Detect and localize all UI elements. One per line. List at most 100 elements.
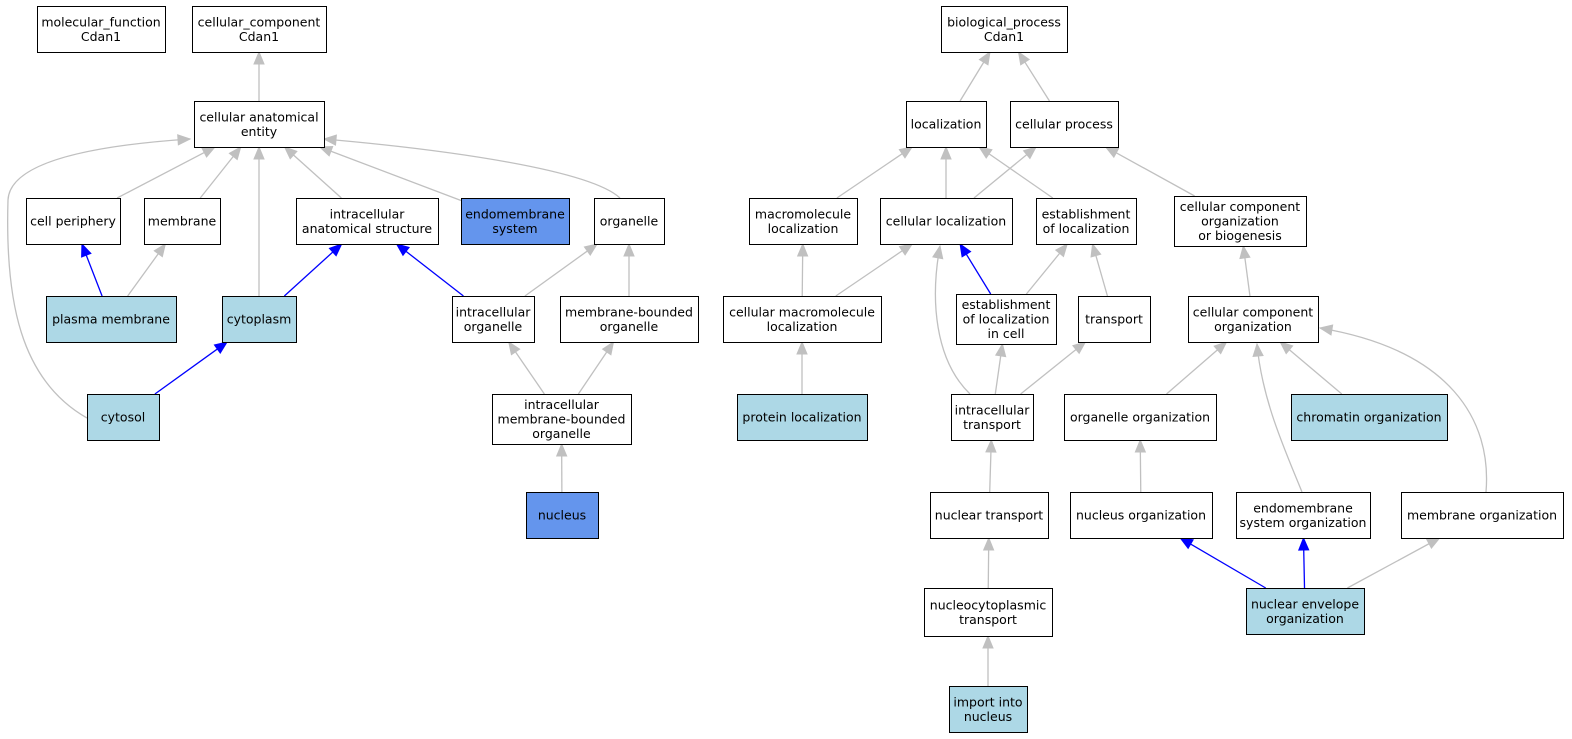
edge-nucleus-to-intracellular-membrane-bounded-organelle — [555, 442, 568, 493]
node-box — [560, 296, 699, 343]
node-label-line: cellular component — [1193, 304, 1313, 319]
node-box — [924, 588, 1053, 637]
edge-establishment-of-localization-to-localization — [978, 146, 1054, 199]
node-box — [951, 394, 1034, 441]
node-cell-periphery[interactable]: cell periphery — [26, 198, 121, 245]
node-protein-localization[interactable]: protein localization — [737, 394, 868, 441]
edge-cell-periphery-to-cellular-anatomical-entity — [116, 146, 217, 199]
node-label-line: of localization — [963, 312, 1050, 327]
edge-plasma-membrane-to-cell-periphery — [81, 242, 103, 297]
node-nucleus-organization[interactable]: nucleus organization — [1070, 492, 1213, 539]
node-label-line: organization — [1201, 214, 1279, 229]
node-box — [492, 394, 632, 445]
node-label-line: organelle — [600, 214, 659, 229]
edge-establishment-of-localization-in-cell-to-establishment-of-localization — [1025, 242, 1069, 295]
node-membrane[interactable]: membrane — [144, 198, 221, 245]
node-box — [1188, 296, 1319, 343]
edge-membrane-bounded-organelle-to-organelle — [623, 242, 635, 296]
node-label-line: anatomical structure — [302, 221, 432, 236]
node-cytoplasm[interactable]: cytoplasm — [222, 296, 297, 343]
node-label-line: biological_process — [947, 14, 1061, 29]
edge-nucleocytoplasmic-transport-to-nuclear-transport — [982, 536, 995, 589]
edge-cellular-macromolecule-localization-to-macromolecule-localization — [796, 242, 809, 297]
node-organelle[interactable]: organelle — [594, 198, 665, 245]
node-label-line: entity — [241, 124, 278, 139]
node-cytosol[interactable]: cytosol — [87, 394, 160, 441]
node-nucleus[interactable]: nucleus — [526, 492, 599, 539]
edge-protein-localization-to-cellular-macromolecule-localization — [796, 340, 808, 394]
node-label-line: nucleus organization — [1076, 508, 1206, 523]
node-label-line: Cdan1 — [984, 29, 1024, 44]
node-box — [749, 198, 858, 245]
node-box — [144, 198, 221, 245]
node-label-line: cellular process — [1015, 117, 1113, 132]
node-label-line: macromolecule — [755, 206, 851, 221]
node-localization[interactable]: localization — [906, 101, 987, 148]
node-plasma-membrane[interactable]: plasma membrane — [46, 296, 177, 343]
node-label-line: or biogenesis — [1198, 228, 1282, 243]
node-label-line: intracellular — [955, 402, 1031, 417]
node-organelle-organization[interactable]: organelle organization — [1064, 394, 1217, 441]
node-box — [949, 686, 1028, 733]
edge-cellular-localization-to-localization — [940, 145, 952, 198]
node-label-line: establishment — [962, 297, 1051, 312]
node-label-line: molecular_function — [41, 14, 160, 29]
node-label-line: intracellular — [524, 397, 600, 412]
node-label-line: organization — [1266, 611, 1344, 626]
node-box — [1036, 198, 1137, 245]
node-nuclear-transport[interactable]: nuclear transport — [930, 492, 1049, 539]
edge-establishment-of-localization-in-cell-to-cellular-localization — [959, 242, 992, 295]
node-box — [222, 296, 297, 343]
edge-cellular-component-organization-to-cellular-component-organization-or-biogenesis — [1239, 244, 1251, 297]
edge-chromatin-organization-to-cellular-component-organization — [1279, 341, 1343, 395]
edge-intracellular-organelle-to-intracellular-anatomical-structure — [395, 243, 464, 297]
node-box — [1070, 492, 1213, 539]
edge-import-into-nucleus-to-nucleocytoplasmic-transport — [982, 634, 994, 686]
node-label-line: nuclear envelope — [1251, 596, 1359, 611]
node-label-line: plasma membrane — [52, 312, 170, 327]
node-cellular-process[interactable]: cellular process — [1010, 101, 1119, 148]
node-label-line: system organization — [1240, 515, 1367, 530]
edge-cytoplasm-to-cellular-anatomical-entity — [253, 145, 265, 296]
node-membrane-organization[interactable]: membrane organization — [1401, 492, 1564, 539]
edges-layer — [7, 50, 1488, 686]
node-chromatin-organization[interactable]: chromatin organization — [1291, 394, 1448, 441]
node-box — [192, 6, 327, 53]
node-box — [296, 198, 439, 245]
edge-nuclear-envelope-organization-to-endomembrane-system-organization — [1297, 536, 1310, 589]
node-cellular-localization[interactable]: cellular localization — [880, 198, 1013, 245]
node-label-line: system — [492, 221, 537, 236]
edge-intracellular-transport-to-cellular-localization — [932, 244, 971, 395]
node-label-line: cellular macromolecule — [729, 304, 875, 319]
node-label-line: localization — [767, 319, 838, 334]
node-label-line: intracellular — [456, 304, 532, 319]
node-box — [956, 294, 1057, 345]
node-box — [880, 198, 1013, 245]
node-label-line: chromatin organization — [1296, 410, 1441, 425]
node-transport[interactable]: transport — [1078, 296, 1151, 343]
node-label-line: organelle — [464, 319, 523, 334]
node-box — [46, 296, 177, 343]
node-label-line: localization — [768, 221, 839, 236]
node-label-line: Cdan1 — [81, 29, 121, 44]
